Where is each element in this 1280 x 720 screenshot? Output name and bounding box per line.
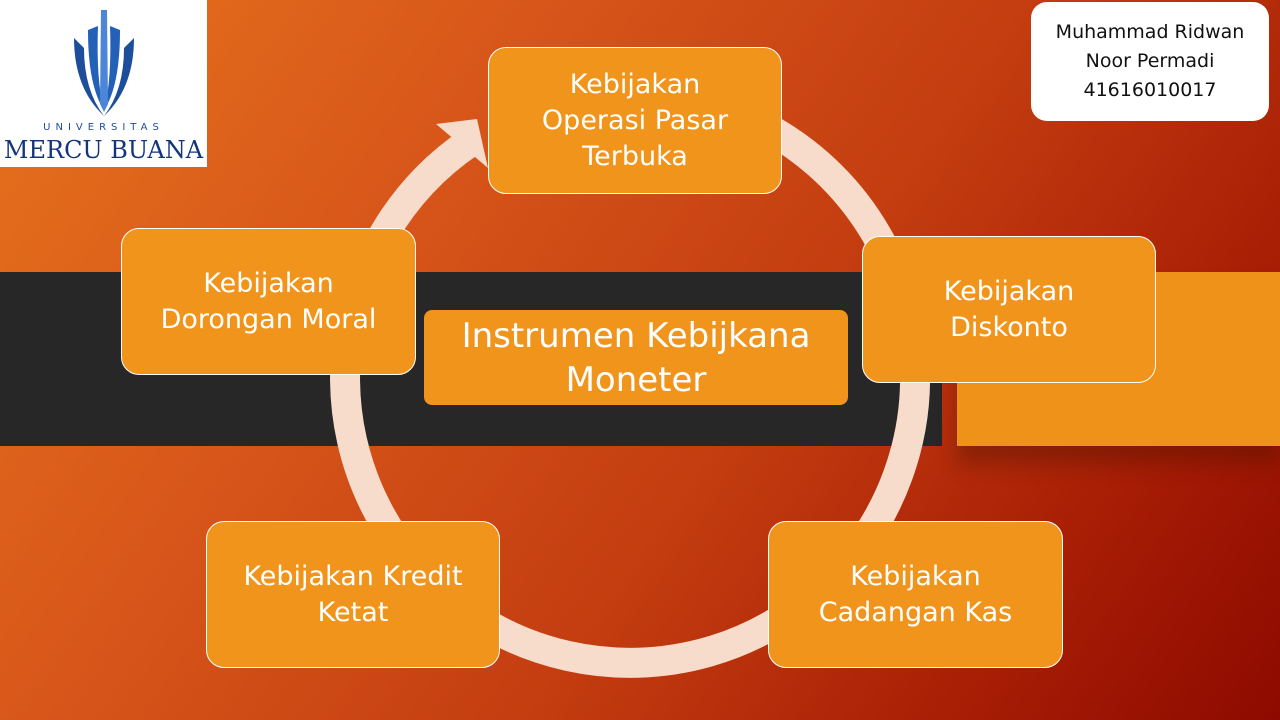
node-kredit-line1: Kebijakan Kredit xyxy=(243,560,463,592)
cycle-arrow-head xyxy=(436,119,488,168)
logo-text-universitas: UNIVERSITAS xyxy=(43,122,164,133)
author-box: Muhammad Ridwan Noor Permadi 41616010017 xyxy=(1031,2,1269,121)
node-dorongan-moral: Kebijakan Dorongan Moral xyxy=(121,228,416,375)
node-cadangan-line1: Kebijakan xyxy=(850,560,981,592)
node-moral-line2: Dorongan Moral xyxy=(160,303,377,335)
node-operasi-pasar-terbuka: Kebijakan Operasi Pasar Terbuka xyxy=(488,47,782,194)
university-logo: UNIVERSITAS MERCU BUANA xyxy=(0,0,207,167)
node-moral-line1: Kebijakan xyxy=(203,267,334,299)
mercu-buana-emblem-icon xyxy=(74,10,134,116)
node-operasi-line3: Terbuka xyxy=(582,140,688,172)
node-kredit-line2: Ketat xyxy=(317,596,389,628)
author-student-id: 41616010017 xyxy=(1083,79,1217,101)
center-title-line2: Moneter xyxy=(565,359,707,400)
center-title-box: Instrumen Kebijkana Moneter xyxy=(424,310,848,405)
node-diskonto-line1: Kebijakan xyxy=(943,275,1075,307)
center-title-line1: Instrumen Kebijkana xyxy=(461,315,811,356)
node-operasi-line2: Operasi Pasar xyxy=(541,104,729,136)
node-diskonto-line2: Diskonto xyxy=(950,311,1068,343)
node-diskonto: Kebijakan Diskonto xyxy=(862,236,1156,383)
logo-text-mercu-buana: MERCU BUANA xyxy=(3,136,204,164)
node-cadangan-line2: Cadangan Kas xyxy=(818,596,1013,628)
author-name-line2: Noor Permadi xyxy=(1085,50,1215,72)
node-cadangan-kas: Kebijakan Cadangan Kas xyxy=(768,521,1063,668)
author-name-line1: Muhammad Ridwan xyxy=(1055,21,1245,43)
node-operasi-line1: Kebijakan xyxy=(569,68,701,100)
node-kredit-ketat: Kebijakan Kredit Ketat xyxy=(206,521,500,668)
